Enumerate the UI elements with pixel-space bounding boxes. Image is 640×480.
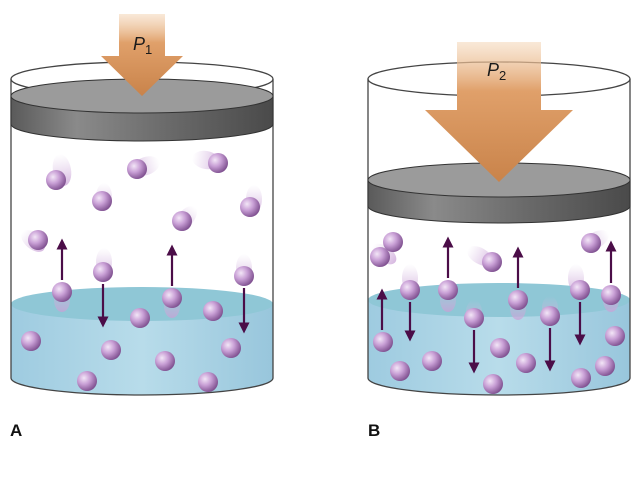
panel-label-a: A	[10, 421, 22, 441]
gas-molecule	[240, 197, 260, 217]
liquid-molecule	[422, 351, 442, 371]
liquid-molecule	[605, 326, 625, 346]
panel-b: P2	[368, 42, 630, 395]
liquid-molecule	[77, 371, 97, 391]
gas-molecule	[234, 266, 254, 286]
liquid-molecule	[130, 308, 150, 328]
gas-molecule	[370, 247, 390, 267]
surface-molecule	[52, 282, 72, 302]
surface-molecule	[540, 306, 560, 326]
surface-molecule	[162, 288, 182, 308]
gas-molecule	[400, 280, 420, 300]
liquid-molecule	[101, 340, 121, 360]
liquid-molecule	[571, 368, 591, 388]
gas-molecule	[482, 252, 502, 272]
surface-molecule	[601, 285, 621, 305]
liquid-molecule	[21, 331, 41, 351]
liquid-molecule	[390, 361, 410, 381]
panel-a: P1	[11, 14, 273, 395]
liquid-molecule	[221, 338, 241, 358]
liquid-molecule	[373, 332, 393, 352]
liquid-molecule	[155, 351, 175, 371]
gas-molecule	[208, 153, 228, 173]
gas-molecule	[127, 159, 147, 179]
liquid-molecule	[490, 338, 510, 358]
gas-molecule	[172, 211, 192, 231]
liquid-molecule	[483, 374, 503, 394]
surface-molecule	[438, 280, 458, 300]
gas-molecule	[28, 230, 48, 250]
gas-molecule	[570, 280, 590, 300]
gas-molecule	[581, 233, 601, 253]
panel-label-b: B	[368, 421, 380, 441]
gas-molecule	[46, 170, 66, 190]
gas-molecule	[92, 191, 112, 211]
liquid-molecule	[203, 301, 223, 321]
liquid-molecule	[595, 356, 615, 376]
liquid-molecule	[198, 372, 218, 392]
liquid-molecule	[516, 353, 536, 373]
gas-molecule	[93, 262, 113, 282]
surface-molecule	[464, 308, 484, 328]
surface-molecule	[508, 290, 528, 310]
